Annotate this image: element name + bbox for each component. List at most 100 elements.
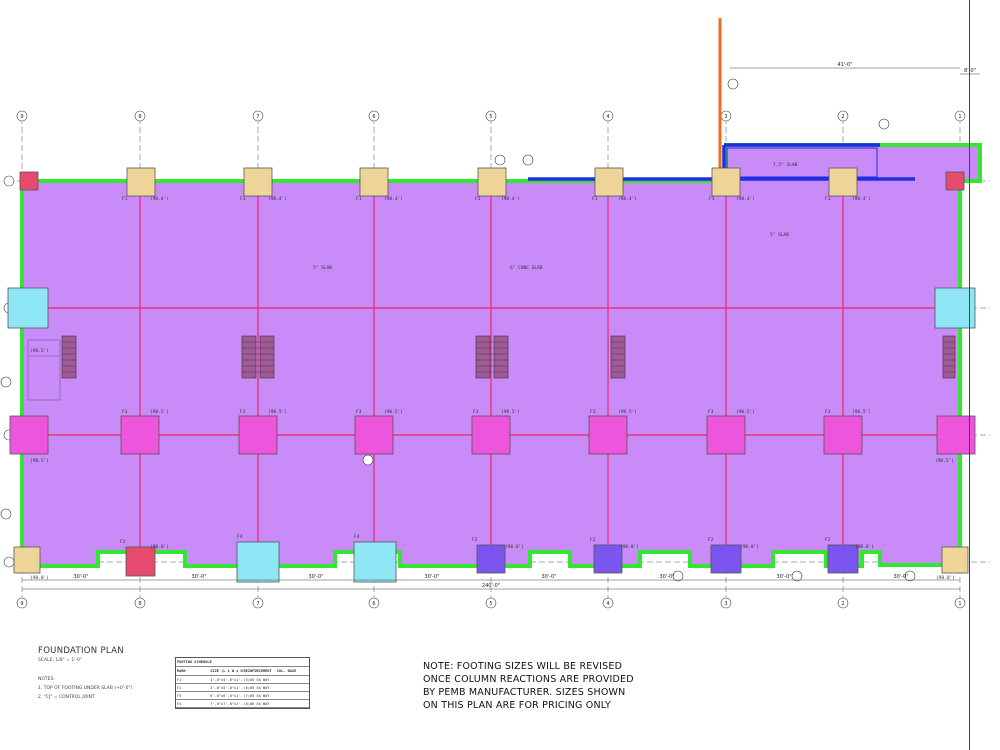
schedule-cell: 4'-0"x4'-0"x1'-6" — [210, 677, 242, 682]
drawing-notes: NOTES: 1. TOP OF FOOTING UNDER SLAB (+0'… — [38, 675, 132, 702]
svg-text:(98.5'): (98.5') — [501, 409, 520, 415]
title-block — [969, 0, 1000, 750]
svg-text:(98.0'): (98.0') — [855, 544, 874, 550]
pricing-note-line: NOTE: FOOTING SIZES WILL BE REVISED — [423, 661, 623, 672]
schedule-cell: (5)#5 EA WAY — [243, 677, 270, 682]
svg-text:(98.5'): (98.5') — [384, 409, 403, 415]
svg-text:8: 8 — [138, 601, 141, 607]
svg-text:F2: F2 — [590, 537, 596, 543]
svg-text:(98.0'): (98.0') — [150, 544, 169, 550]
svg-text:30'-0": 30'-0" — [308, 574, 323, 580]
svg-text:41'-0": 41'-0" — [837, 62, 852, 68]
svg-text:(98.4'): (98.4') — [852, 196, 871, 202]
svg-text:F3: F3 — [356, 409, 362, 415]
schedule-cell: (8)#6 EA WAY — [243, 701, 270, 706]
schedule-cell: (6)#5 EA WAY — [243, 685, 270, 690]
schedule-title: FOOTING SCHEDULE — [177, 660, 212, 664]
svg-text:1: 1 — [958, 601, 961, 607]
svg-text:6" CONC SLAB: 6" CONC SLAB — [510, 265, 543, 271]
elevation-tags: (98.4') (98.4') (98.4') (98.4') (98.4') … — [30, 196, 955, 581]
svg-text:F3: F3 — [708, 409, 714, 415]
svg-text:(98.5'): (98.5') — [852, 409, 871, 415]
corner-footing-nw — [19, 171, 39, 191]
svg-text:9: 9 — [20, 601, 23, 607]
svg-text:5: 5 — [489, 601, 492, 607]
svg-text:F1: F1 — [240, 196, 246, 202]
blue-slab-strip — [726, 147, 878, 178]
svg-text:1: 1 — [958, 114, 961, 120]
schedule-cell: F4 — [177, 701, 182, 706]
schedule-cell: F1 — [177, 677, 182, 682]
svg-text:4: 4 — [606, 601, 609, 607]
slab-tags: 5" SLAB 6" CONC SLAB 5" SLAB 7.5" SLAB — [313, 162, 798, 271]
footings-middle-row — [9, 415, 976, 455]
svg-text:F2: F2 — [472, 537, 478, 543]
schedule-cell: F2 — [177, 685, 182, 690]
svg-text:(98.5'): (98.5') — [30, 458, 49, 464]
svg-text:9: 9 — [20, 114, 23, 120]
svg-text:(98.5'): (98.5') — [618, 409, 637, 415]
svg-text:30'-0": 30'-0" — [424, 574, 439, 580]
table-row: F3 6'-0"x6'-0"x1'-8" (7)#5 EA WAY — [176, 692, 309, 700]
svg-text:30'-0": 30'-0" — [73, 574, 88, 580]
svg-text:(98.5'): (98.5') — [268, 409, 287, 415]
pricing-note: NOTE: FOOTING SIZES WILL BE REVISED ONCE… — [423, 660, 663, 712]
svg-text:F1: F1 — [709, 196, 715, 202]
svg-text:F1: F1 — [122, 196, 128, 202]
svg-text:240'-0": 240'-0" — [482, 583, 500, 589]
footings-side-cyan — [7, 287, 976, 329]
svg-text:F3: F3 — [590, 409, 596, 415]
svg-text:6: 6 — [372, 114, 375, 120]
schedule-header-cell: MARK — [177, 669, 186, 673]
svg-text:7: 7 — [256, 114, 259, 120]
svg-text:F1: F1 — [825, 196, 831, 202]
svg-text:2: 2 — [841, 601, 844, 607]
svg-text:F1: F1 — [592, 196, 598, 202]
note-item: 1. TOP OF FOOTING UNDER SLAB (+0'-0") — [38, 686, 133, 691]
footing-tags: F1 F1 F1 F1 F1 F1 F1 F3 F3 F3 F3 F3 F3 F… — [120, 196, 831, 545]
footings-bottom-row — [13, 541, 969, 583]
schedule-header: MARK SIZE (L x W x D) REINFORCEMENT COL.… — [176, 667, 309, 676]
footings-top-row — [126, 167, 858, 197]
schedule-cell: F3 — [177, 693, 182, 698]
schedule-cell: 7'-0"x7'-0"x2'-0" — [210, 701, 242, 706]
svg-text:F4: F4 — [237, 534, 243, 540]
svg-text:(98.4'): (98.4') — [268, 196, 287, 202]
svg-text:(98.5'): (98.5') — [150, 409, 169, 415]
svg-text:7: 7 — [256, 601, 259, 607]
bay-dimensions: 30'-0" 30'-0" 30'-0" 30'-0" 30'-0" 30'-0… — [73, 62, 975, 589]
svg-text:6: 6 — [372, 601, 375, 607]
corner-footing-ne — [945, 171, 965, 191]
svg-text:5" SLAB: 5" SLAB — [770, 232, 789, 238]
schedule-header-cell: SIZE (L x W x D) — [210, 669, 243, 673]
svg-text:(98.5'): (98.5') — [736, 409, 755, 415]
svg-text:(98.4'): (98.4') — [618, 196, 637, 202]
svg-text:7.5" SLAB: 7.5" SLAB — [773, 162, 798, 168]
svg-text:30'-0": 30'-0" — [776, 574, 791, 580]
table-row: F4 7'-0"x7'-0"x2'-0" (8)#6 EA WAY — [176, 700, 309, 708]
pricing-note-line: BY PEMB MANUFACTURER. SIZES SHOWN — [423, 687, 626, 698]
svg-text:8: 8 — [138, 114, 141, 120]
schedule-header-cell: REINFORCEMENT — [243, 669, 272, 673]
schedule-cell: (7)#5 EA WAY — [243, 693, 270, 698]
svg-text:(98.4'): (98.4') — [736, 196, 755, 202]
schedule-cell: 5'-0"x5'-0"x1'-6" — [210, 685, 242, 690]
svg-text:(98.0'): (98.0') — [620, 544, 639, 550]
svg-text:(98.4'): (98.4') — [501, 196, 520, 202]
svg-text:(98.4'): (98.4') — [150, 196, 169, 202]
pricing-note-line: ON THIS PLAN ARE FOR PRICING ONLY — [423, 700, 612, 711]
svg-text:30'-0": 30'-0" — [191, 574, 206, 580]
svg-text:F2: F2 — [120, 539, 126, 545]
svg-text:3: 3 — [724, 601, 727, 607]
notes-heading: NOTES: — [38, 677, 55, 682]
dimension-lines — [22, 67, 980, 590]
footing-schedule: FOOTING SCHEDULE MARK SIZE (L x W x D) R… — [175, 657, 310, 709]
svg-text:F2: F2 — [708, 537, 714, 543]
svg-text:30'-0": 30'-0" — [659, 574, 674, 580]
table-row: F2 5'-0"x5'-0"x1'-6" (6)#5 EA WAY — [176, 684, 309, 692]
svg-text:F3: F3 — [122, 409, 128, 415]
svg-text:30'-0": 30'-0" — [893, 574, 908, 580]
svg-text:4: 4 — [606, 114, 609, 120]
svg-text:(98.5'): (98.5') — [935, 458, 954, 464]
